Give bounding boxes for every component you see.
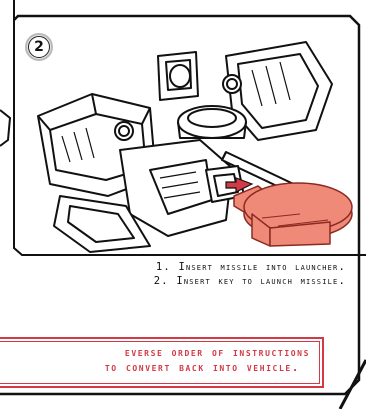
launch-key-part — [234, 183, 352, 246]
step-number: 2 — [34, 40, 44, 54]
step-number-badge: 2 — [25, 33, 53, 61]
reverse-note-text: everse order of instructions to convert … — [0, 345, 320, 375]
instruction-item: 1. Insert missile into launcher. — [154, 260, 346, 274]
reverse-note-line: to convert back into vehicle. — [0, 360, 320, 375]
instruction-item: 2. Insert key to launch missile. — [154, 274, 346, 288]
instruction-list: 1. Insert missile into launcher. 2. Inse… — [154, 260, 346, 288]
reverse-note-line: everse order of instructions — [0, 345, 320, 360]
numbered-circle-icon: 2 — [28, 36, 50, 58]
